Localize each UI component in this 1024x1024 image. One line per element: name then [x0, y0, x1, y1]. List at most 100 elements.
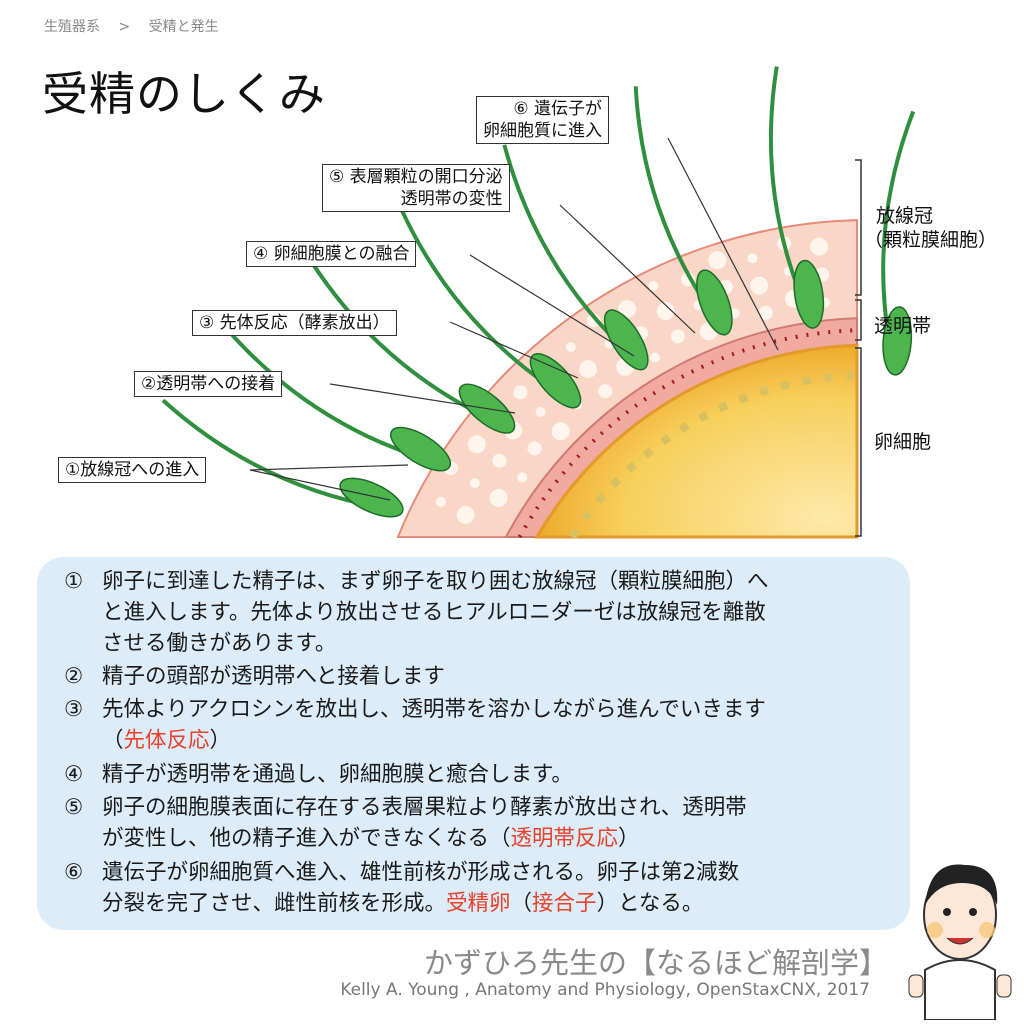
side-label-oocyte: 卵細胞	[874, 431, 932, 453]
oocyte-inner-ring	[568, 371, 858, 540]
sperm	[309, 259, 516, 434]
step-5-cont: が変性し、他の精子進入ができなくなる（透明帯反応）	[64, 823, 640, 854]
sperm-head	[696, 269, 733, 336]
breadcrumb-separator: >	[118, 19, 131, 35]
sperm-head	[390, 426, 452, 472]
label-cortical-reaction: ⑤ 表層顆粒の開口分泌 透明帯の変性	[322, 164, 510, 212]
step-text: 精子が透明帯を通過し、卵細胞膜と癒合します。	[102, 762, 573, 787]
granulosa-cell	[469, 478, 480, 489]
highlight-term: 先体反応	[123, 728, 210, 753]
step-3: ③ 先体よりアクロシンを放出し、透明帯を溶かしながら進んでいきます	[64, 694, 766, 725]
text: ）	[618, 826, 640, 851]
step-5: ⑤ 卵子の細胞膜表面に存在する表層果粒より酵素が放出され、透明帯	[64, 792, 747, 823]
label-line: ⑤ 表層顆粒の開口分泌	[329, 167, 503, 187]
brand-credit: かずひろ先生の【なるほど解剖学】	[423, 946, 888, 980]
oocyte	[534, 343, 859, 539]
granulosa-cell	[551, 422, 570, 441]
step-2: ② 精子の頭部が透明帯へと接着します	[64, 661, 445, 692]
text: 分裂を完了させ、雌性前核を形成。	[102, 891, 447, 916]
granulosa-cell	[565, 342, 576, 353]
granulosa-cell	[517, 472, 528, 483]
granulosa-cell	[618, 300, 636, 319]
step-number: ③	[64, 697, 84, 722]
sperm	[768, 66, 825, 329]
granulosa-cell	[747, 253, 758, 264]
step-text: 卵子の細胞膜表面に存在する表層果粒より酵素が放出され、透明帯	[102, 795, 747, 820]
step-6: ⑥ 遺伝子が卵細胞質へ進入、雄性前核が形成される。卵子は第2減数	[64, 857, 739, 888]
breadcrumb-item[interactable]: 受精と発生	[148, 19, 219, 35]
fertilization-illustration	[161, 66, 916, 540]
step-1-cont: させる働きがあります。	[102, 631, 337, 656]
label-line: 透明帯の変性	[400, 189, 503, 209]
sperm	[881, 110, 916, 376]
granulosa-cell	[467, 435, 486, 454]
description-panel	[37, 557, 910, 930]
step-1: ① 卵子に到達した精子は、まず卵子を取り囲む放線冠（顆粒膜細胞）へ	[64, 566, 769, 597]
granulosa-cell	[670, 329, 685, 344]
granulosa-cell	[750, 276, 769, 295]
granulosa-cell	[513, 385, 528, 400]
step-number: ②	[64, 664, 84, 689]
granulosa-cell	[527, 441, 542, 456]
label-acrosome-reaction: ③ 先体反応（酵素放出）	[192, 310, 397, 336]
label-gene-entry: ⑥ 遺伝子が 卵細胞質に進入	[476, 96, 609, 144]
step-text: 先体よりアクロシンを放出し、透明帯を溶かしながら進んでいきます	[102, 697, 766, 722]
text: ）	[209, 728, 232, 753]
granulosa-cell	[535, 406, 546, 417]
mascot-avatar	[908, 864, 1012, 1020]
granulosa-cell	[579, 360, 598, 379]
text: （	[510, 891, 533, 916]
step-text: 精子の頭部が透明帯へと接着します	[102, 664, 445, 689]
granulosa-cell	[435, 496, 446, 507]
granulosa-cell	[758, 305, 773, 320]
text: （	[102, 728, 124, 753]
label-line: ⑥ 遺伝子が	[513, 99, 602, 119]
step-text: 遺伝子が卵細胞質へ進入、雄性前核が形成される。卵子は第2減数	[102, 860, 740, 885]
breadcrumb: 生殖器系 > 受精と発生	[44, 16, 233, 36]
page-title: 受精のしくみ	[42, 67, 326, 121]
granulosa-cell	[489, 488, 508, 507]
sperm	[223, 325, 452, 472]
highlight-term: 接合子	[532, 891, 597, 916]
sperm	[399, 208, 582, 409]
step-1-cont: と進入します。先体より放出させるヒアルロニダーゼは放線冠を離散	[102, 600, 766, 625]
side-label-corona: 放線冠 （顆粒膜細胞）	[864, 204, 997, 252]
breadcrumb-item[interactable]: 生殖器系	[44, 19, 100, 35]
step-4: ④ 精子が透明帯を通過し、卵細胞膜と癒合します。	[64, 759, 573, 790]
granulosa-cell	[456, 505, 475, 524]
sperm	[161, 398, 404, 518]
side-label-line: 放線冠	[876, 205, 934, 227]
granulosa-cell	[650, 352, 660, 363]
label-zona-binding: ②透明帯への接着	[134, 371, 283, 397]
step-3-cont: （先体反応）	[64, 725, 231, 756]
sperm	[633, 86, 733, 336]
sperm-head	[529, 353, 582, 409]
sperm-head	[339, 477, 404, 518]
granulosa-cell	[492, 453, 507, 468]
label-corona-entry: ①放線冠への進入	[58, 457, 207, 483]
sperm	[502, 144, 649, 371]
sperm-head	[603, 309, 649, 371]
highlight-term: 透明帯反応	[510, 826, 619, 851]
step-number: ④	[64, 762, 84, 787]
side-label-zona: 透明帯	[874, 315, 932, 337]
text: ）となる。	[596, 891, 704, 916]
step-number: ①	[64, 569, 84, 594]
granulosa-cell	[586, 313, 601, 328]
source-credit: Kelly A. Young , Anatomy and Physiology,…	[340, 980, 870, 1000]
step-number: ⑥	[64, 860, 84, 885]
granulosa-cell	[810, 237, 829, 256]
step-number: ⑤	[64, 795, 84, 820]
granulosa-cell	[656, 302, 675, 321]
step-6-cont: 分裂を完了させ、雌性前核を形成。受精卵（接合子）となる。	[64, 888, 703, 919]
step-text: 卵子に到達した精子は、まず卵子を取り囲む放線冠（顆粒膜細胞）へ	[102, 569, 769, 594]
label-line: 卵細胞質に進入	[483, 121, 602, 141]
sperm-head	[793, 259, 825, 329]
leader-lines	[249, 137, 779, 501]
side-label-line: （顆粒膜細胞）	[864, 229, 998, 251]
granulosa-cell	[598, 384, 613, 399]
sperm-head	[882, 306, 913, 376]
highlight-term: 受精卵	[446, 891, 511, 916]
text: が変性し、他の精子進入ができなくなる（	[102, 826, 511, 851]
granulosa-cell	[708, 251, 727, 270]
